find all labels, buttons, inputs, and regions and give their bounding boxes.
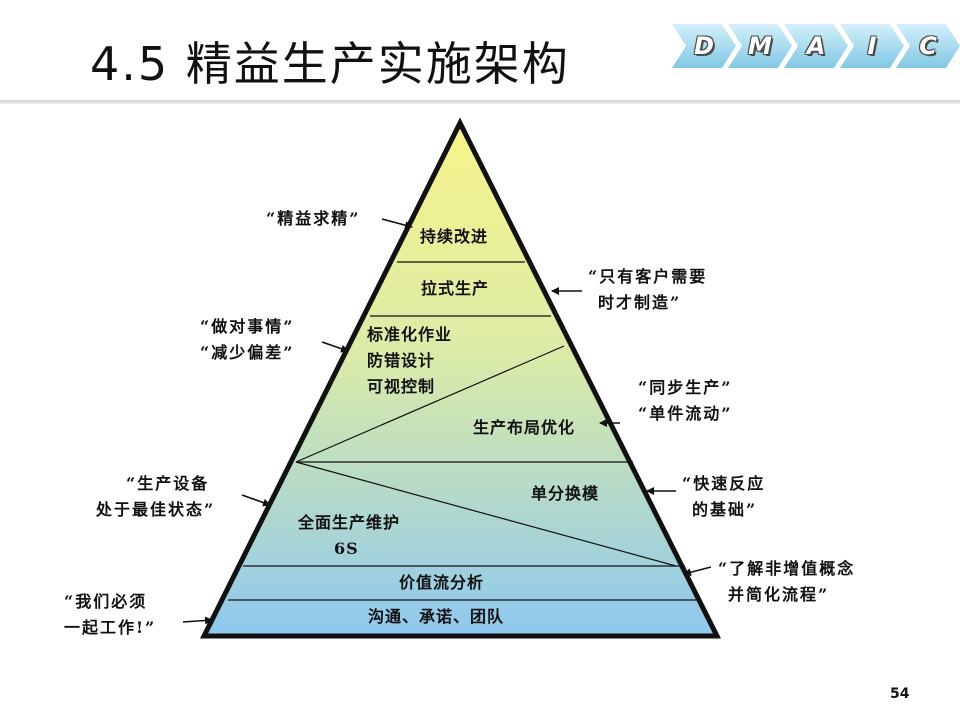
annotation-line: 并简化流程” (728, 585, 830, 604)
layer-tpm-line: 6S (334, 539, 359, 558)
title-divider (0, 100, 960, 104)
annotation-line: “生产设备 (126, 474, 210, 493)
annotation-line: 时才制造” (598, 293, 682, 312)
annotation-customer-demand: “只有客户需要 时才制造” (588, 264, 707, 316)
page-number: 54 (890, 686, 910, 702)
annotation-line: “只有客户需要 (588, 267, 708, 286)
annotation-line: “精益求精” (266, 209, 361, 228)
annotation-together: “我们必须 一起工作!” (64, 589, 156, 641)
annotation-flow: “同步生产” “单件流动” (638, 375, 732, 427)
layer-standard-work: 标准化作业 防错设计 可视控制 (367, 322, 452, 400)
annotation-non-value: “了解非增值概念 并简化流程” (718, 556, 855, 608)
annotation-line: “单件流动” (638, 404, 733, 423)
annotation-perfection: “精益求精” (266, 206, 360, 232)
layer-value-stream: 价值流分析 (399, 573, 485, 592)
annotation-line: “我们必须 (64, 592, 148, 611)
layer-standard-work-line: 防错设计 (367, 351, 436, 370)
dmaic-letter: A (806, 32, 826, 60)
layer-standard-work-line: 可视控制 (367, 377, 436, 396)
layer-smed: 单分换模 (531, 484, 600, 503)
layer-tpm: 全面生产维护 6S (298, 510, 400, 562)
layer-standard-work-line: 标准化作业 (367, 325, 453, 344)
pyramid-dividers (228, 261, 700, 601)
annotation-line: “了解非增值概念 (718, 559, 856, 578)
layer-continuous-improvement: 持续改进 (420, 227, 489, 246)
dmaic-letter: I (867, 32, 877, 60)
annotation-quick-response: “快速反应 的基础” (682, 471, 765, 523)
annotation-arrows (182, 218, 712, 625)
layer-layout-optimization: 生产布局优化 (473, 418, 576, 437)
dmaic-letter: D (694, 32, 714, 60)
annotation-line: “减少偏差” (200, 343, 295, 362)
layer-foundation: 沟通、承诺、团队 (368, 607, 505, 626)
layer-pull-production: 拉式生产 (421, 279, 490, 298)
dmaic-banner: D M A I C (672, 24, 960, 72)
pyramid-body (199, 117, 722, 639)
dmaic-letter: C (919, 32, 937, 60)
layer-tpm-line: 全面生产维护 (298, 513, 401, 532)
annotation-equipment: “生产设备 处于最佳状态” (96, 471, 215, 523)
annotation-line: “做对事情” (200, 317, 295, 336)
page-title: 4.5 精益生产实施架构 (90, 37, 570, 91)
annotation-line: “同步生产” (638, 378, 733, 397)
annotation-line: 处于最佳状态” (96, 500, 216, 519)
annotation-line: “快速反应 (682, 474, 766, 493)
annotation-line: 的基础” (692, 500, 758, 519)
annotation-line: 一起工作!” (64, 618, 157, 637)
annotation-do-right: “做对事情” “减少偏差” (200, 314, 294, 366)
dmaic-letter: M (748, 32, 772, 60)
